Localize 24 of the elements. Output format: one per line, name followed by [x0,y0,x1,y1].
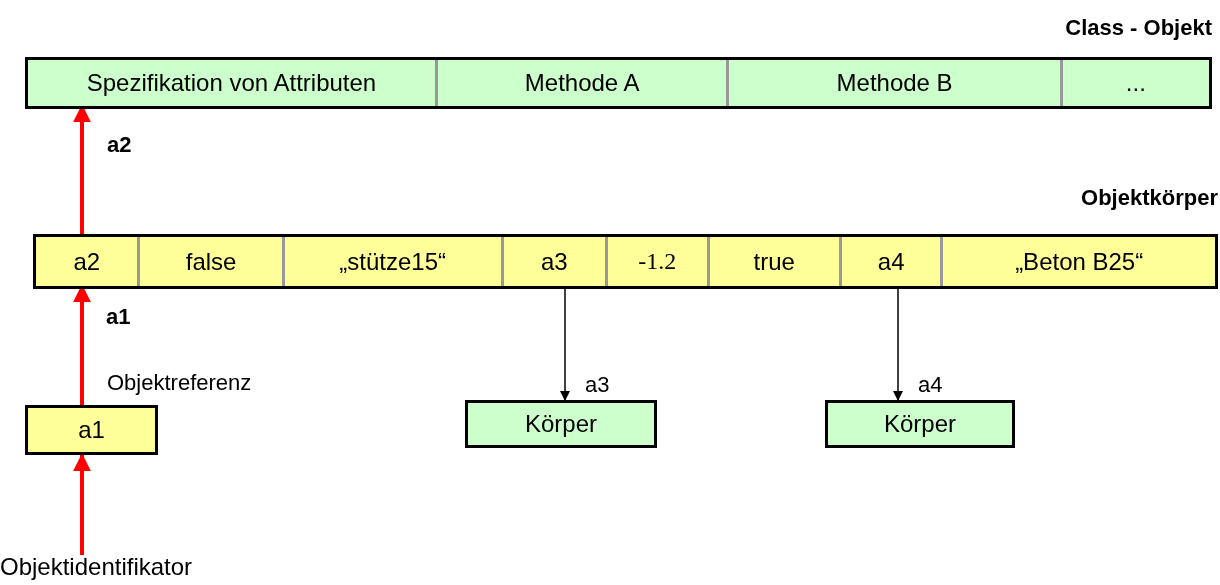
memory-cell: -1.2 [608,237,710,286]
memory-box: a1 [25,405,158,455]
memory-cell: a4 [841,237,944,286]
edge-label: a3 [585,372,610,398]
edge-label: a4 [918,372,943,398]
arrow [73,453,91,555]
memory-cell: Methode A [437,60,730,106]
memory-cell: a3 [503,237,609,286]
edge-label: a1 [106,303,131,330]
memory-cell: a2 [36,237,141,286]
memory-cell: „Beton B25“ [943,237,1215,286]
identifier-label: Objektidentifikator [0,553,245,583]
memory-cell: true [709,237,842,286]
memory-cell: ... [1062,60,1209,106]
block-heading: Objektkörper [1081,185,1218,211]
memory-cell: Methode B [729,60,1063,106]
memory-box: Körper [825,400,1015,448]
memory-cell: false [140,237,285,286]
memory-cell: Spezifikation von Attributen [28,60,438,106]
block-heading: Class - Objekt [1065,15,1212,41]
memory-cell: „stütze15“ [284,237,504,286]
reference-label: Objektreferenz [107,370,252,396]
memory-box: Körper [465,400,657,448]
edge-label: a2 [107,131,132,158]
